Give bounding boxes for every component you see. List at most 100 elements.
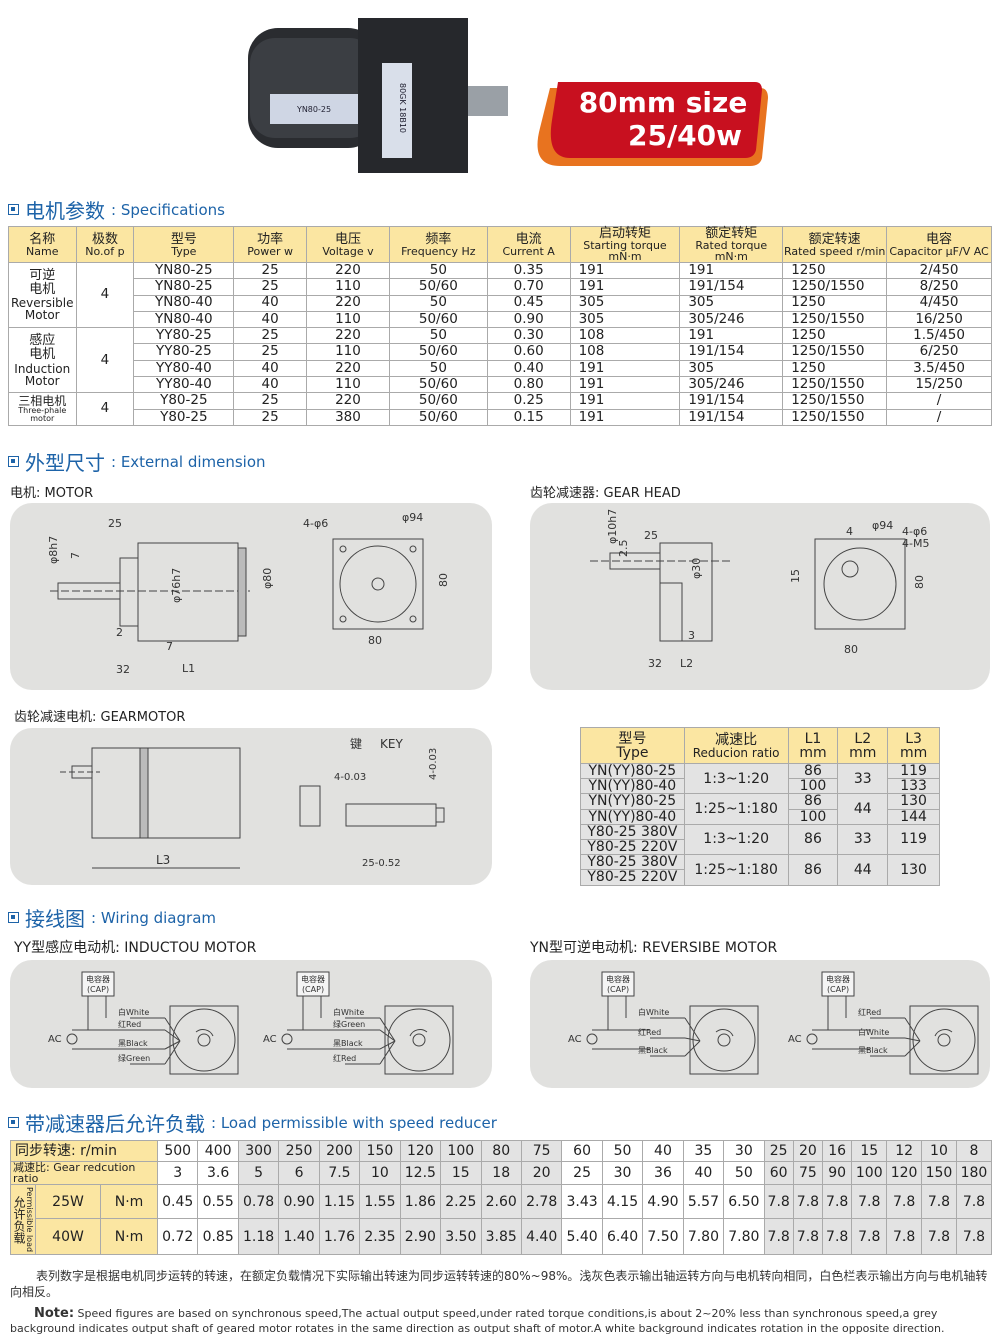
unit-cell: N·m — [100, 1184, 158, 1219]
ratio-cell: 30 — [601, 1161, 644, 1185]
table-cell: 50/60 — [388, 310, 488, 329]
table-cell: 40 — [233, 359, 308, 378]
load-value-cell: 7.8 — [955, 1218, 993, 1255]
wire-label: 红Red — [118, 1019, 141, 1029]
section-bullet-icon — [8, 456, 19, 467]
ratio-cell: 10 — [359, 1161, 401, 1185]
l3-cell: 119 — [887, 823, 940, 856]
speed-cell: 60 — [561, 1140, 603, 1162]
l3-cell: 130 — [887, 854, 940, 886]
yy-wiring-diagram: 电容器(CAP)AC白White红Red黑Black绿Green电容器(CAP)… — [48, 971, 454, 1075]
svg-text:4-φ6: 4-φ6 — [902, 525, 927, 538]
ratio-cell: 1:25~1:180 — [683, 793, 789, 825]
wire-label: 白White — [858, 1027, 889, 1037]
gearmotor-drawing: L3 键 KEY 4-0.03 4-0.03 25-0.52 — [60, 737, 445, 869]
l3-cell: 130 — [887, 793, 940, 810]
table-cell: 8/250 — [886, 278, 992, 296]
speed-cell: 50 — [601, 1140, 644, 1162]
svg-text:YN80-25: YN80-25 — [296, 105, 331, 114]
load-value-cell: 7.8 — [822, 1184, 853, 1219]
load-value-cell: 7.80 — [723, 1218, 765, 1255]
wire-label: 绿Green — [333, 1020, 365, 1029]
load-value-cell: 7.8 — [886, 1218, 923, 1255]
ac-source-icon — [281, 1033, 293, 1045]
load-value-cell: 7.80 — [682, 1218, 725, 1255]
speed-cell: 100 — [440, 1140, 482, 1162]
load-value-cell: 1.18 — [237, 1218, 280, 1255]
svg-text:80: 80 — [368, 634, 382, 647]
svg-text:15: 15 — [789, 569, 802, 583]
table-cell: 2/450 — [886, 261, 992, 280]
speed-cell: 40 — [642, 1140, 684, 1162]
table-cell: 305 — [569, 310, 681, 329]
table-cell: 191 — [569, 376, 681, 394]
type-cell: YN(YY)80-25 — [580, 793, 685, 810]
l3-cell: 144 — [887, 808, 940, 825]
table-cell: 1250/1550 — [782, 392, 888, 410]
size-banner — [550, 82, 762, 158]
load-value-cell: 7.50 — [642, 1218, 684, 1255]
l1-cell: 86 — [787, 823, 839, 856]
table-cell: 191/154 — [679, 408, 784, 426]
load-value-cell: 7.8 — [921, 1184, 957, 1219]
ratio-cell: 150 — [921, 1161, 957, 1185]
ratio-cell: 3 — [156, 1161, 199, 1185]
speed-cell: 200 — [318, 1140, 361, 1162]
output-shaft — [468, 86, 508, 116]
table-cell: 305/246 — [679, 376, 784, 394]
table-cell: 305 — [679, 359, 784, 378]
gearmotor-drawing-panel: L3 键 KEY 4-0.03 4-0.03 25-0.52 — [10, 728, 492, 885]
table-cell: 50 — [388, 294, 488, 312]
table-cell: 50 — [388, 359, 488, 378]
poles-cell: 4 — [75, 392, 135, 426]
motor-face-icon — [689, 1005, 759, 1075]
table-cell: 0.70 — [486, 278, 571, 296]
ratio-cell: 12.5 — [399, 1161, 442, 1185]
table-cell: 191/154 — [679, 392, 784, 410]
svg-text:电容器: 电容器 — [826, 974, 850, 984]
load-value-cell: 0.90 — [278, 1184, 320, 1219]
svg-text:32: 32 — [116, 663, 130, 676]
svg-text:80: 80 — [437, 573, 450, 587]
table-cell: Y80-25 — [133, 392, 235, 410]
speed-cell: 35 — [682, 1140, 725, 1162]
table-row: Y80-25 220V — [580, 869, 940, 886]
svg-text:L3: L3 — [156, 853, 170, 867]
svg-text:AC: AC — [568, 1034, 582, 1045]
speed-cell: 500 — [156, 1140, 199, 1162]
note-english: Note: Speed figures are based on synchro… — [10, 1306, 945, 1335]
table-cell: 4/450 — [886, 294, 992, 312]
table-cell: 380 — [306, 408, 390, 426]
load-value-cell: 2.25 — [440, 1184, 482, 1219]
speed-cell: 8 — [955, 1140, 993, 1162]
speed-cell: 80 — [480, 1140, 522, 1162]
load-value-cell: 5.40 — [561, 1218, 603, 1255]
table-cell: 191 — [569, 359, 681, 378]
motor-drawing-panel: φ8h7 25 7 φ76h7 φ80 2 7 32 L1 4-φ6 φ94 8… — [10, 503, 492, 690]
load-value-cell: 0.72 — [156, 1218, 199, 1255]
svg-text:键: 键 — [350, 737, 362, 751]
table-cell: 191 — [679, 261, 784, 280]
load-value-cell: 3.50 — [440, 1218, 482, 1255]
table-cell: 0.60 — [486, 343, 571, 361]
permissible-load-cn: 允许负载 — [12, 1195, 26, 1244]
table-cell: YY80-25 — [133, 343, 235, 361]
motor-nameplate — [270, 94, 358, 124]
motor-face-icon — [909, 1005, 979, 1075]
load-value-cell: 1.40 — [278, 1218, 320, 1255]
ratio-cell: 40 — [682, 1161, 725, 1185]
section-wiring-diagram: 接线图: Wiring diagram — [8, 903, 216, 932]
ac-source-icon — [586, 1033, 598, 1045]
ratio-cell: 1:25~1:180 — [683, 854, 789, 886]
